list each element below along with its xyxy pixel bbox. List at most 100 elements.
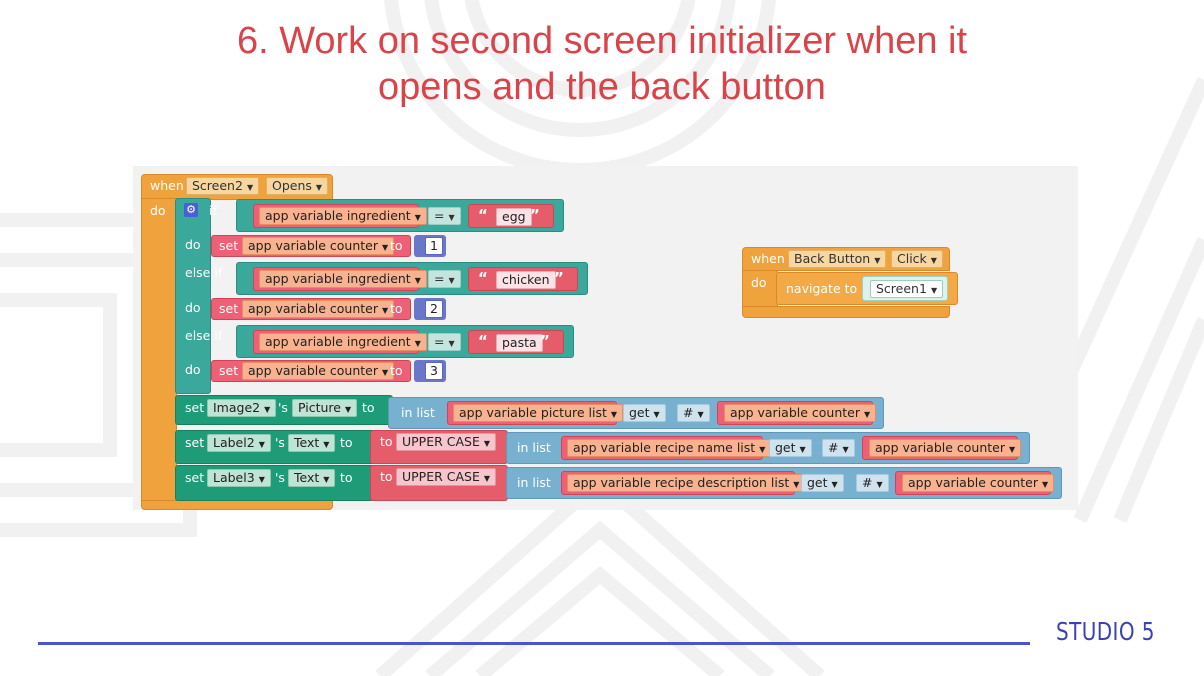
picture-list-variable-label: app variable picture list — [459, 405, 607, 420]
pasta-string[interactable]: pasta — [496, 334, 543, 352]
text-property-label: Text — [294, 435, 320, 450]
label3-component-dropdown[interactable]: Label3▼ — [207, 469, 271, 487]
ingredient-variable-dropdown[interactable]: app variable ingredient▼ — [259, 333, 427, 351]
to-keyword: to — [340, 470, 353, 485]
ingredient-variable-label: app variable ingredient — [265, 271, 411, 286]
chicken-string[interactable]: chicken — [496, 271, 556, 289]
number-3-value[interactable]: 3 — [425, 362, 443, 380]
set-keyword: set — [185, 435, 205, 450]
close-quote-icon: ” — [540, 332, 550, 350]
do-keyword: do — [185, 237, 201, 252]
click-event-dropdown[interactable]: Click▼ — [891, 250, 943, 268]
open-quote-icon: “ — [478, 269, 488, 287]
counter-variable-dropdown[interactable]: app variable counter▼ — [724, 404, 877, 422]
counter-variable-dropdown[interactable]: app variable counter▼ — [869, 439, 1022, 457]
equals-operator-dropdown[interactable]: =▼ — [428, 333, 461, 351]
recipe-name-list-variable-label: app variable recipe name list — [573, 440, 756, 455]
dropdown-arrow-icon: ▼ — [414, 276, 421, 285]
recipe-description-list-variable-dropdown[interactable]: app variable recipe description list▼ — [567, 474, 806, 492]
counter-variable-label: app variable counter — [875, 440, 1005, 455]
do-keyword: do — [185, 300, 201, 315]
close-quote-icon: ” — [530, 206, 540, 224]
get-mode-dropdown[interactable]: get▼ — [769, 439, 812, 457]
in-list-keyword: in list — [517, 475, 551, 490]
possessive-keyword: 's — [278, 400, 288, 415]
counter-variable-dropdown[interactable]: app variable counter▼ — [242, 362, 395, 380]
dropdown-arrow-icon: ▼ — [610, 410, 618, 419]
open-quote-icon: “ — [478, 206, 488, 224]
dropdown-arrow-icon: ▼ — [874, 256, 881, 265]
case-mode-dropdown[interactable]: UPPER CASE▼ — [396, 433, 497, 451]
number-1-value[interactable]: 1 — [425, 237, 443, 255]
opens-label: Opens — [272, 178, 312, 193]
dropdown-arrow-icon: ▼ — [759, 445, 766, 454]
equals-operator-dropdown[interactable]: =▼ — [428, 270, 461, 288]
dropdown-arrow-icon: ▼ — [264, 405, 271, 414]
dropdown-arrow-icon: ▼ — [653, 410, 660, 419]
index-mode-dropdown[interactable]: #▼ — [677, 404, 710, 422]
dropdown-arrow-icon: ▼ — [876, 480, 883, 489]
counter-variable-label: app variable counter — [248, 238, 378, 253]
image2-component-dropdown[interactable]: Image2▼ — [207, 399, 277, 417]
equals-operator-dropdown[interactable]: =▼ — [428, 207, 461, 225]
get-mode-dropdown[interactable]: get▼ — [623, 404, 666, 422]
dropdown-arrow-icon: ▼ — [842, 445, 849, 454]
dropdown-arrow-icon: ▼ — [414, 339, 421, 348]
screen1-dropdown[interactable]: Screen1▼ — [870, 280, 944, 298]
dropdown-arrow-icon: ▼ — [483, 474, 491, 483]
screen2-opens-body-rail — [141, 198, 177, 502]
to-keyword: to — [390, 238, 403, 253]
get-label: get — [775, 440, 796, 455]
set-keyword: set — [185, 400, 205, 415]
equals-label: = — [434, 271, 445, 286]
when-keyword: when — [150, 178, 184, 193]
text-property-dropdown[interactable]: Text▼ — [288, 469, 336, 487]
ingredient-variable-dropdown[interactable]: app variable ingredient▼ — [259, 207, 427, 225]
index-mode-dropdown[interactable]: #▼ — [822, 439, 855, 457]
dropdown-arrow-icon: ▼ — [864, 410, 871, 419]
label3-label: Label3 — [213, 470, 255, 485]
get-label: get — [629, 405, 650, 420]
counter-variable-dropdown[interactable]: app variable counter▼ — [902, 474, 1055, 492]
text-property-dropdown[interactable]: Text▼ — [288, 434, 336, 452]
slide-title-line-2: opens and the back button — [378, 66, 826, 108]
close-quote-icon: ” — [554, 269, 564, 287]
upper-case-label: UPPER CASE — [402, 434, 480, 449]
dropdown-arrow-icon: ▼ — [793, 480, 800, 489]
dropdown-arrow-icon: ▼ — [382, 368, 389, 377]
recipe-name-list-variable-dropdown[interactable]: app variable recipe name list▼ — [567, 439, 772, 457]
footer-divider — [38, 642, 1030, 645]
image2-label: Image2 — [213, 400, 261, 415]
dropdown-arrow-icon: ▼ — [697, 410, 704, 419]
gear-icon[interactable]: ⚙ — [184, 203, 198, 217]
counter-variable-dropdown[interactable]: app variable counter▼ — [242, 300, 395, 318]
case-mode-dropdown[interactable]: UPPER CASE▼ — [396, 468, 497, 486]
number-2-value[interactable]: 2 — [425, 300, 443, 318]
ingredient-variable-dropdown[interactable]: app variable ingredient▼ — [259, 270, 427, 288]
egg-string[interactable]: egg — [496, 208, 532, 226]
if-keyword: if — [209, 203, 217, 218]
label2-component-dropdown[interactable]: Label2▼ — [207, 434, 271, 452]
if-else-control-block[interactable] — [175, 198, 211, 394]
ingredient-variable-label: app variable ingredient — [265, 334, 411, 349]
back-button-component-dropdown[interactable]: Back Button▼ — [788, 250, 887, 268]
do-keyword: do — [185, 362, 201, 377]
dropdown-arrow-icon: ▼ — [831, 480, 838, 489]
counter-variable-label: app variable counter — [908, 475, 1038, 490]
dropdown-arrow-icon: ▼ — [930, 286, 938, 295]
else-if-keyword: else if — [185, 328, 223, 343]
click-label: Click — [897, 251, 927, 266]
dropdown-arrow-icon: ▼ — [345, 405, 352, 414]
counter-variable-dropdown[interactable]: app variable counter▼ — [242, 237, 395, 255]
get-mode-dropdown[interactable]: get▼ — [801, 474, 844, 492]
index-mode-dropdown[interactable]: #▼ — [856, 474, 889, 492]
dropdown-arrow-icon: ▼ — [323, 475, 330, 484]
dropdown-arrow-icon: ▼ — [930, 256, 937, 265]
screen1-label: Screen1 — [876, 281, 927, 296]
screen2-dropdown[interactable]: Screen2▼ — [186, 177, 260, 195]
picture-list-variable-dropdown[interactable]: app variable picture list▼ — [453, 404, 624, 422]
hash-label: # — [683, 405, 694, 420]
opens-dropdown[interactable]: Opens▼ — [266, 177, 329, 195]
picture-property-dropdown[interactable]: Picture▼ — [292, 399, 358, 417]
in-list-keyword: in list — [517, 440, 551, 455]
